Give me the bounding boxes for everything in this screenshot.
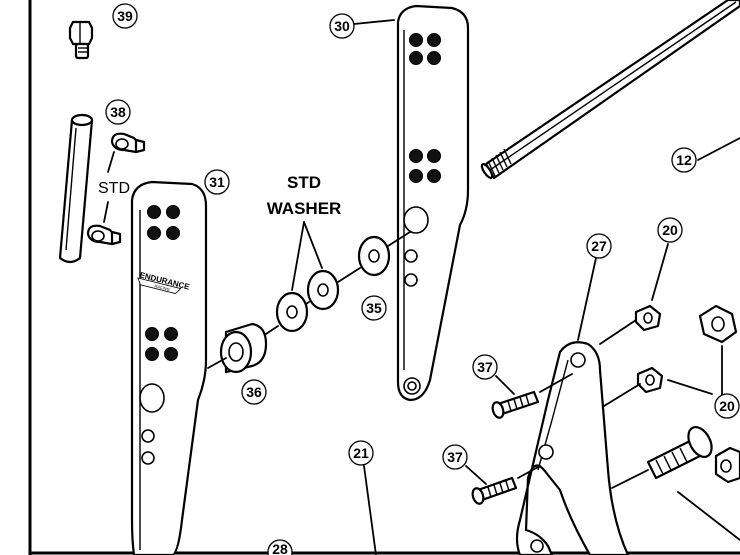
axis-37-lower	[517, 465, 541, 479]
svg-text:39: 39	[117, 8, 133, 24]
svg-text:37: 37	[447, 449, 463, 465]
part-20-nut-1	[634, 304, 662, 332]
svg-text:20: 20	[719, 398, 735, 414]
part-38-hose	[58, 113, 94, 264]
clamp-leaders	[103, 151, 115, 223]
part-35-washer	[357, 235, 391, 277]
callout-20-right: 20	[714, 393, 740, 419]
leader-21	[363, 465, 377, 555]
svg-text:12: 12	[676, 152, 692, 168]
svg-text:21: 21	[353, 445, 369, 461]
callout-37-lower: 37	[442, 444, 468, 470]
leader-12	[697, 137, 740, 161]
part-38-clamp-top	[110, 132, 146, 154]
std-washer-leaders	[291, 221, 323, 291]
part-27-bracket	[515, 341, 630, 555]
part-38-clamp-bottom	[86, 224, 122, 246]
svg-text:38: 38	[110, 104, 126, 120]
std-washer-label-line1: STD	[287, 173, 321, 192]
svg-text:36: 36	[246, 384, 262, 400]
callout-35: 35	[361, 295, 387, 321]
part-20-nut-4	[714, 446, 740, 484]
callout-38: 38	[105, 99, 131, 125]
leader-37-lower	[465, 465, 487, 485]
callout-12: 12	[671, 147, 697, 173]
part-20-nut-3	[698, 304, 738, 344]
part-37-bolt-upper	[491, 390, 540, 419]
callout-30: 30	[329, 13, 395, 39]
svg-text:37: 37	[477, 359, 493, 375]
part-20-nut-2	[636, 366, 664, 394]
std-washer-label-line2: WASHER	[267, 199, 342, 218]
svg-text:35: 35	[366, 300, 382, 316]
axis-large-bolt	[611, 469, 649, 489]
svg-text:31: 31	[209, 174, 225, 190]
svg-text:20: 20	[662, 222, 678, 238]
nut-leaders	[599, 243, 740, 541]
callout-28: 28	[267, 539, 293, 555]
part-30-lever-arm	[396, 4, 470, 402]
svg-text:28: 28	[272, 541, 288, 555]
part-39-fitting	[68, 20, 94, 60]
svg-text:RACING: RACING	[154, 283, 170, 292]
callout-39: 39	[112, 3, 138, 29]
part-31-lever-arm	[130, 180, 208, 555]
hose-clamp-std-label: STD	[98, 180, 130, 197]
callout-37-upper: 37	[472, 354, 498, 380]
part-12-threaded-rod	[480, 0, 740, 180]
svg-text:27: 27	[591, 238, 607, 254]
part-std-washer-2	[306, 269, 340, 311]
callout-36: 36	[241, 379, 267, 405]
part-36-bushing	[219, 322, 268, 374]
svg-text:30: 30	[334, 18, 350, 34]
callout-27: 27	[586, 233, 612, 259]
callout-20-top: 20	[657, 217, 683, 243]
callout-21: 21	[348, 440, 374, 466]
axis-37-upper	[539, 373, 573, 393]
part-37-bolt-lower	[471, 476, 518, 505]
part-std-washer-1	[275, 291, 309, 333]
callout-31: 31	[204, 169, 230, 195]
leader-37-upper	[495, 375, 515, 395]
leader-27	[577, 257, 597, 341]
assembly-axis	[207, 231, 411, 369]
large-bolt	[646, 426, 713, 480]
